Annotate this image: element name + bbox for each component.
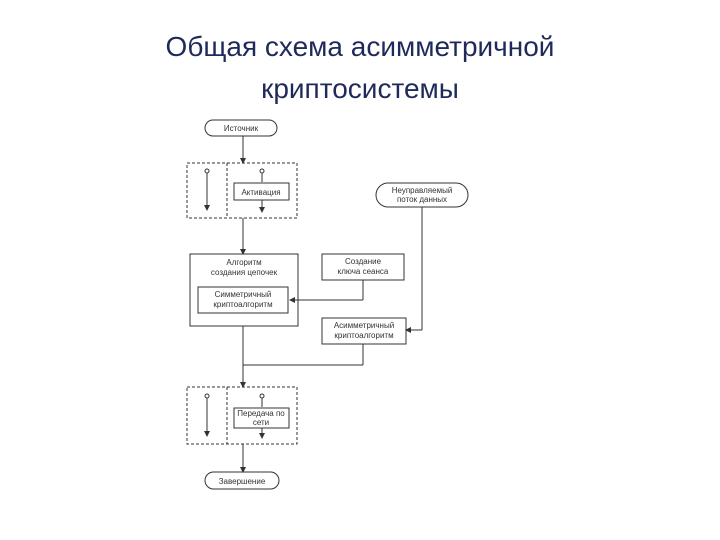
algorithm-block xyxy=(189,253,299,327)
start-label: Источник xyxy=(224,124,259,133)
algorithm-label-line-2: создания цепочек xyxy=(211,268,278,277)
asym-label-line-2: криптоалгоритм xyxy=(334,331,393,340)
start-terminal xyxy=(204,119,278,137)
dashed-block-1 xyxy=(186,162,298,219)
dashed-block-2 xyxy=(186,386,298,445)
symmetric-algo-box xyxy=(197,286,289,314)
slide-title-line-2: криптосистемы xyxy=(261,73,459,104)
node-2a xyxy=(204,393,210,399)
session-label-line-2: ключа сеанса xyxy=(338,267,389,276)
transfer-label-line-1: Передача по xyxy=(237,409,285,418)
asym-label-line-1: Асимметричный xyxy=(334,321,394,330)
external-label-line-1: Неуправляемый xyxy=(392,186,453,195)
inner-label-line-2: криптоалгоритм xyxy=(213,300,272,309)
slide-title-line-1: Общая схема асимметричной xyxy=(165,31,555,62)
node-1a xyxy=(204,168,210,174)
end-terminal xyxy=(204,471,280,490)
slide-title: Общая схема асимметричной криптосистемы xyxy=(0,26,720,110)
asymmetric-algo-box xyxy=(321,317,407,345)
external-label-line-2: поток данных xyxy=(397,195,447,204)
inner-label-line-1: Симметричный xyxy=(215,290,272,299)
node-2b xyxy=(259,393,265,399)
algorithm-label-line-1: Алгоритм xyxy=(226,258,261,267)
session-label-line-1: Создание xyxy=(345,257,382,266)
end-label: Завершение xyxy=(219,477,266,486)
activation-label: Активация xyxy=(241,188,280,197)
node-1b xyxy=(259,168,265,174)
transfer-label-line-2: сети xyxy=(253,418,269,427)
